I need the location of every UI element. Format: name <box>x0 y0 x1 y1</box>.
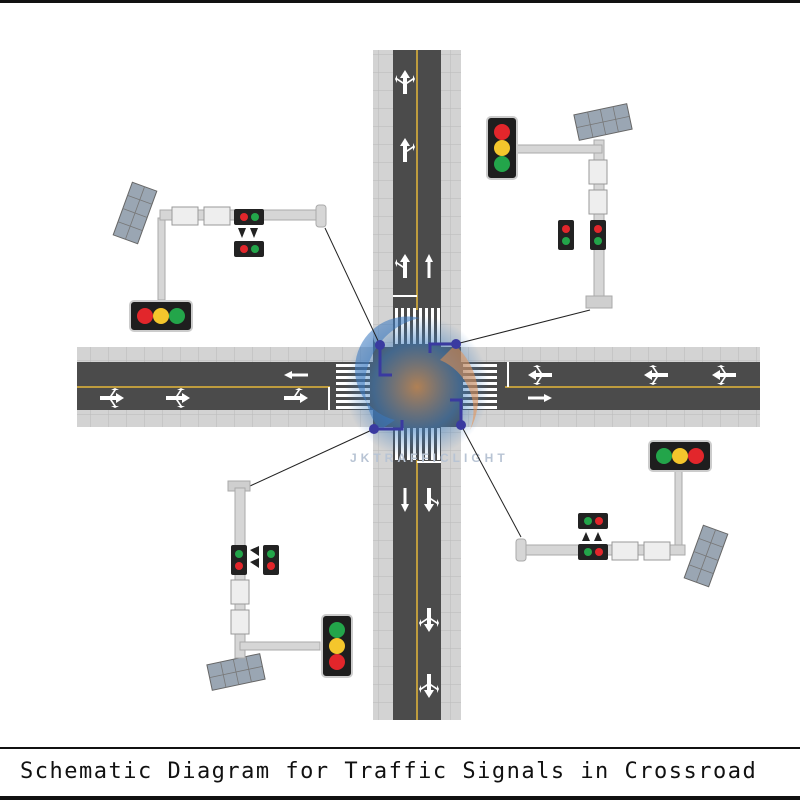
countdown-box <box>643 541 671 561</box>
pedestrian-signal-icon <box>578 544 608 560</box>
arrow-icon <box>528 365 552 385</box>
arrow-icon <box>419 674 439 698</box>
controller-node-nw <box>375 340 385 350</box>
countdown-box <box>611 541 639 561</box>
mast-arm <box>239 641 321 651</box>
pedestrian-signal-icon <box>558 220 574 250</box>
controller-node-sw <box>369 424 379 434</box>
pedestrian-signal-icon <box>231 545 247 575</box>
countdown-box <box>230 579 250 605</box>
watermark-text: JKTRAFFICLIGHT <box>350 451 509 465</box>
road-east <box>457 362 760 410</box>
arrow-icon <box>424 488 439 512</box>
arrow-icon <box>419 608 439 632</box>
arm-end-cap <box>515 538 527 562</box>
traffic-light-head-ne <box>486 116 518 180</box>
arrow-icon <box>395 254 410 278</box>
solar-panel-icon <box>206 653 266 691</box>
crossroad-diagram: JKTRAFFICLIGHT <box>77 50 760 720</box>
countdown-box <box>230 609 250 635</box>
frame-top-border <box>0 0 800 3</box>
lane-lines <box>77 50 760 720</box>
controller-pole-ne <box>428 342 456 353</box>
arrow-icon <box>712 365 736 385</box>
countdown-box <box>171 206 199 226</box>
controller-links <box>249 227 591 538</box>
road-arrows <box>100 70 736 698</box>
pedestrian-signal-icon <box>234 241 264 257</box>
arrow-icon <box>100 388 124 408</box>
signal-assembly-se <box>515 440 729 588</box>
pole-base <box>585 295 613 309</box>
arrow-icon <box>401 488 409 512</box>
solar-panel-icon <box>573 103 633 141</box>
road-west <box>77 362 377 410</box>
controller-node-ne <box>451 339 461 349</box>
caption-bar: Schematic Diagram for Traffic Signals in… <box>0 747 800 796</box>
pedestrian-signal-icon <box>234 209 264 225</box>
arrow-icon <box>400 138 415 162</box>
arrow-icon <box>166 388 190 408</box>
frame-bottom-border <box>0 796 800 800</box>
countdown-box <box>588 159 608 185</box>
arm-end-cap <box>315 204 327 228</box>
controller-node-se <box>456 420 466 430</box>
mast-arm <box>511 144 603 154</box>
traffic-light-head-nw <box>129 300 193 332</box>
signal-assembly-ne <box>486 103 633 309</box>
countdown-box <box>588 189 608 215</box>
traffic-light-head-sw <box>321 614 353 678</box>
solar-panel-icon <box>683 524 729 588</box>
pedestrian-signal-icon <box>263 545 279 575</box>
controller-pole-se <box>450 398 463 425</box>
solar-panel-icon <box>112 181 158 245</box>
pedestrian-signal-icon <box>578 513 608 529</box>
signal-assembly-nw <box>112 181 327 332</box>
countdown-box <box>203 206 231 226</box>
arrow-icon <box>425 254 433 278</box>
controller-pole-nw <box>378 345 392 377</box>
traffic-light-head-se <box>648 440 712 472</box>
arrow-icon <box>644 365 668 385</box>
pedestrian-signal-icon <box>590 220 606 250</box>
pole <box>674 469 683 551</box>
logo-watermark: JKTRAFFICLIGHT <box>345 315 509 465</box>
signal-assembly-sw <box>206 480 353 691</box>
arrow-icon <box>284 371 308 379</box>
controller-pole-sw <box>374 420 404 431</box>
pole <box>157 217 166 301</box>
arrow-icon <box>284 388 308 403</box>
arrow-icon <box>528 394 552 402</box>
arrow-icon <box>395 70 415 94</box>
diagram-caption: Schematic Diagram for Traffic Signals in… <box>20 759 758 784</box>
